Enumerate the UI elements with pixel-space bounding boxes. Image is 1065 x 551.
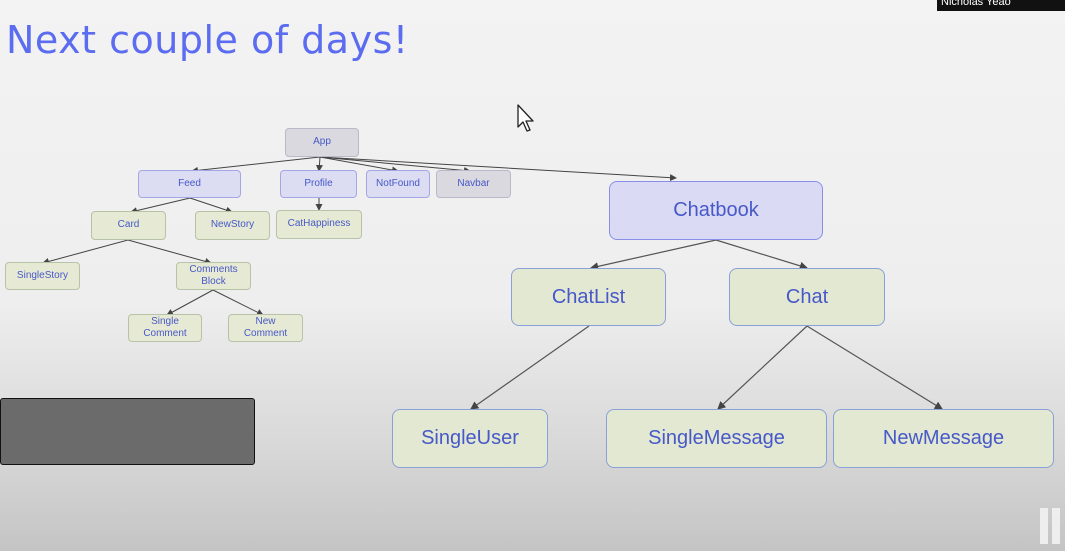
- node-chatlist: ChatList: [511, 268, 666, 326]
- node-singlecomment: Single Comment: [128, 314, 202, 342]
- pause-icon[interactable]: [1040, 508, 1062, 544]
- edge-app-profile: [315, 156, 323, 172]
- node-profile: Profile: [280, 170, 357, 198]
- node-newcomment: New Comment: [228, 314, 303, 342]
- edge-card-singlestory: [42, 239, 129, 265]
- node-chatbook: Chatbook: [609, 181, 823, 240]
- edge-feed-card: [130, 197, 191, 215]
- edge-app-navbar: [319, 156, 471, 174]
- edge-app-chatbook: [319, 156, 677, 182]
- edge-app-feed: [191, 156, 321, 174]
- slide-title: Next couple of days!: [6, 18, 409, 62]
- node-newstory: NewStory: [195, 211, 270, 240]
- node-feed: Feed: [138, 170, 241, 198]
- node-notfound: NotFound: [366, 170, 430, 198]
- edge-feed-newstory: [189, 197, 233, 214]
- edge-card-commentsblock: [127, 239, 212, 265]
- node-newmessage: NewMessage: [833, 409, 1054, 468]
- presenter-name-tag: Nicholas Yeao: [937, 0, 1065, 11]
- node-commentsblock: Comments Block: [176, 262, 251, 290]
- edge-commentsblock-newcomment: [212, 289, 264, 316]
- edge-app-notfound: [319, 156, 399, 174]
- node-singleuser: SingleUser: [392, 409, 548, 468]
- node-singlemessage: SingleMessage: [606, 409, 827, 468]
- edge-chatlist-singleuser: [470, 325, 590, 410]
- edge-commentsblock-singlecomment: [166, 289, 214, 316]
- node-app: App: [285, 128, 359, 157]
- video-overlay-box: [0, 398, 255, 465]
- node-cathappiness: CatHappiness: [276, 210, 362, 239]
- edge-chatbook-chatlist: [589, 239, 717, 271]
- edge-chatbook-chat: [715, 239, 809, 270]
- mouse-cursor-icon: [517, 104, 534, 132]
- edge-chat-singlemessage: [717, 325, 808, 410]
- edge-chat-newmessage: [806, 325, 944, 410]
- node-navbar: Navbar: [436, 170, 511, 198]
- node-singlestory: SingleStory: [5, 262, 80, 290]
- node-chat: Chat: [729, 268, 885, 326]
- node-card: Card: [91, 211, 166, 240]
